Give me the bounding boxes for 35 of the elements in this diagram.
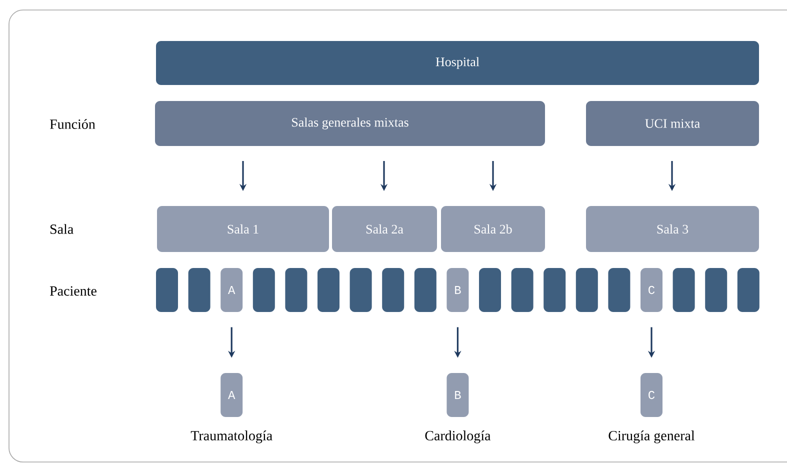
patient-box: B bbox=[446, 373, 469, 417]
row-label: Sala bbox=[50, 224, 74, 234]
patient-box: A bbox=[220, 268, 243, 312]
patient-box bbox=[705, 268, 728, 312]
patient-box bbox=[382, 268, 404, 312]
specialty-label: Traumatología bbox=[190, 430, 272, 444]
row-label: Paciente bbox=[50, 286, 96, 296]
patient-box bbox=[608, 268, 630, 312]
patient-box bbox=[285, 268, 308, 312]
specialty-label: Cardiología bbox=[425, 430, 491, 444]
patient-box: C bbox=[640, 373, 662, 417]
patient-box bbox=[156, 268, 178, 312]
specialty-label: Cirugía general bbox=[608, 430, 695, 444]
patient-box bbox=[479, 268, 501, 312]
label-box: Sala 1 bbox=[157, 206, 329, 252]
label-box: Sala 2b bbox=[441, 206, 545, 252]
label-box: Sala 2a bbox=[332, 206, 437, 252]
patient-box bbox=[737, 268, 760, 312]
label-box: UCI mixta bbox=[586, 101, 759, 146]
label-box: Salas generales mixtas bbox=[155, 101, 545, 146]
patient-box bbox=[576, 268, 598, 312]
patient-box: A bbox=[220, 373, 243, 417]
patient-box bbox=[414, 268, 436, 312]
patient-box bbox=[188, 268, 210, 312]
label-box: Sala 3 bbox=[586, 206, 759, 252]
patient-box bbox=[318, 268, 340, 312]
patient-box: C bbox=[640, 268, 662, 312]
label-box: Hospital bbox=[156, 41, 759, 85]
patient-box: B bbox=[446, 268, 469, 312]
patient-box bbox=[350, 268, 372, 312]
patient-box bbox=[511, 268, 534, 312]
patient-box bbox=[672, 268, 695, 312]
row-label: Función bbox=[50, 119, 96, 129]
patient-box bbox=[544, 268, 566, 312]
patient-box bbox=[252, 268, 275, 312]
